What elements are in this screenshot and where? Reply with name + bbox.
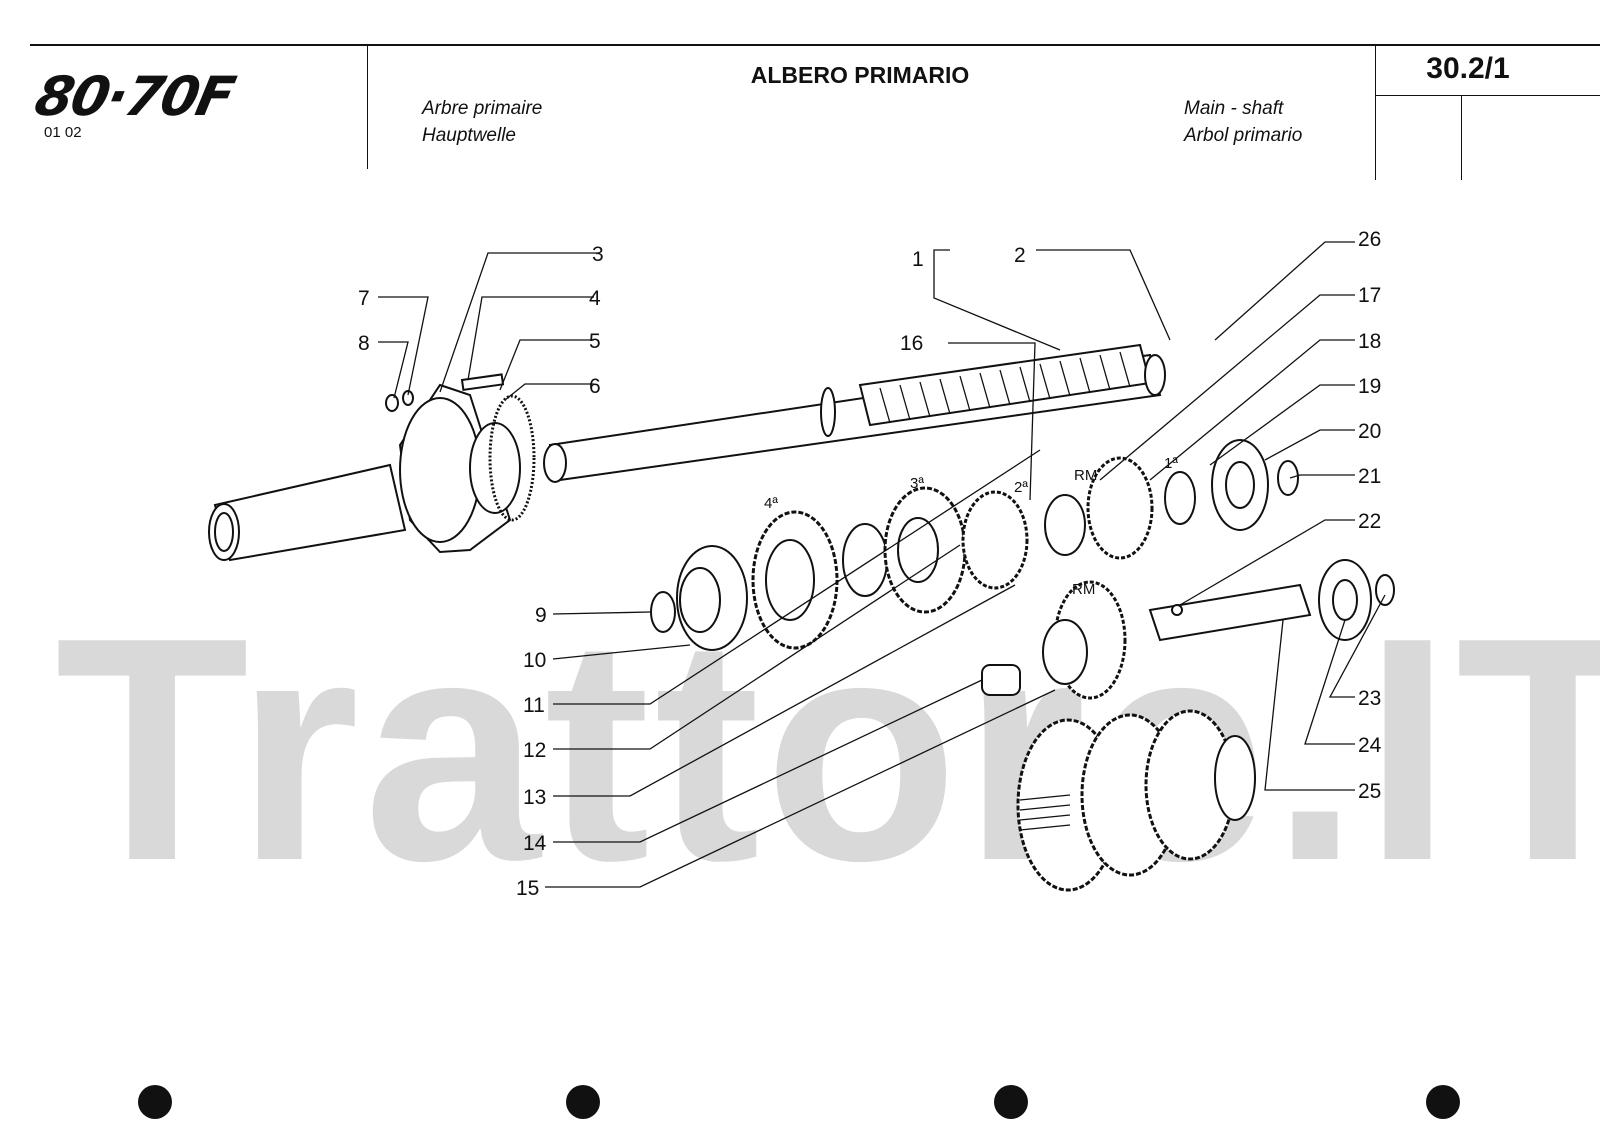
sheet-number: 30.2/1 [1426,52,1510,85]
subtitle-german: Hauptwelle [422,125,516,146]
callout-13: 13 [523,786,546,809]
callout-20: 20 [1358,420,1381,443]
callout-4: 4 [589,287,601,310]
callout-9: 9 [535,604,547,627]
edition-code: 01 02 [44,124,82,141]
binder-hole [566,1085,600,1119]
callout-23: 23 [1358,687,1381,710]
reverse-shaft [981,559,1395,700]
gear-label-reverse-lower: RM [1072,581,1095,598]
watermark: Trattore.IT [55,572,1600,927]
callout-16: 16 [900,332,923,355]
main-shaft [543,343,1166,483]
callout-10: 10 [523,649,546,672]
callout-18: 18 [1358,330,1381,353]
gear-label-1st: 1ª [1164,455,1178,472]
callout-26: 26 [1358,228,1381,251]
sheet-box-rule [1375,95,1600,96]
binder-hole [138,1085,172,1119]
callout-22: 22 [1358,510,1381,533]
header-divider-left [367,44,368,169]
callout-25: 25 [1358,780,1381,803]
binder-hole [994,1085,1028,1119]
callout-12: 12 [523,739,546,762]
callout-21: 21 [1358,465,1381,488]
subtitle-french: Arbre primaire [422,98,543,119]
callout-numbers: 1 2 3 4 5 6 7 8 9 10 11 12 13 14 15 16 1… [358,228,1382,900]
callout-3: 3 [592,243,604,266]
page-title: ALBERO PRIMARIO [750,62,970,88]
header-rule [30,44,1600,46]
assembled-gear-cluster [1016,709,1256,892]
callout-6: 6 [589,375,601,398]
callout-11: 11 [523,694,545,717]
hardware-left [385,373,505,412]
header-divider-right [1375,44,1376,180]
gear-label-4th: 4ª [764,495,778,512]
callout-2: 2 [1014,244,1026,267]
callout-1: 1 [912,248,924,271]
flange-housing [208,383,536,562]
sheet-box-divider [1461,96,1462,180]
callout-7: 7 [358,287,370,310]
subtitle-spanish: Arbol primario [1184,125,1303,146]
callout-8: 8 [358,332,370,355]
gear-label-3rd: 3ª [910,475,924,492]
gear-labels: 4ª 3ª 2ª 1ª RM RM [764,455,1178,598]
gear-label-reverse-upper: RM [1074,467,1097,484]
leader-lines [378,241,1386,888]
callout-5: 5 [589,330,601,353]
binder-hole [1426,1085,1460,1119]
subtitle-english: Main - shaft [1184,98,1284,119]
gear-label-2nd: 2ª [1014,479,1028,496]
callout-14: 14 [523,832,547,855]
callout-17: 17 [1358,284,1381,307]
callout-15: 15 [516,877,539,900]
callout-24: 24 [1358,734,1382,757]
callout-19: 19 [1358,375,1381,398]
